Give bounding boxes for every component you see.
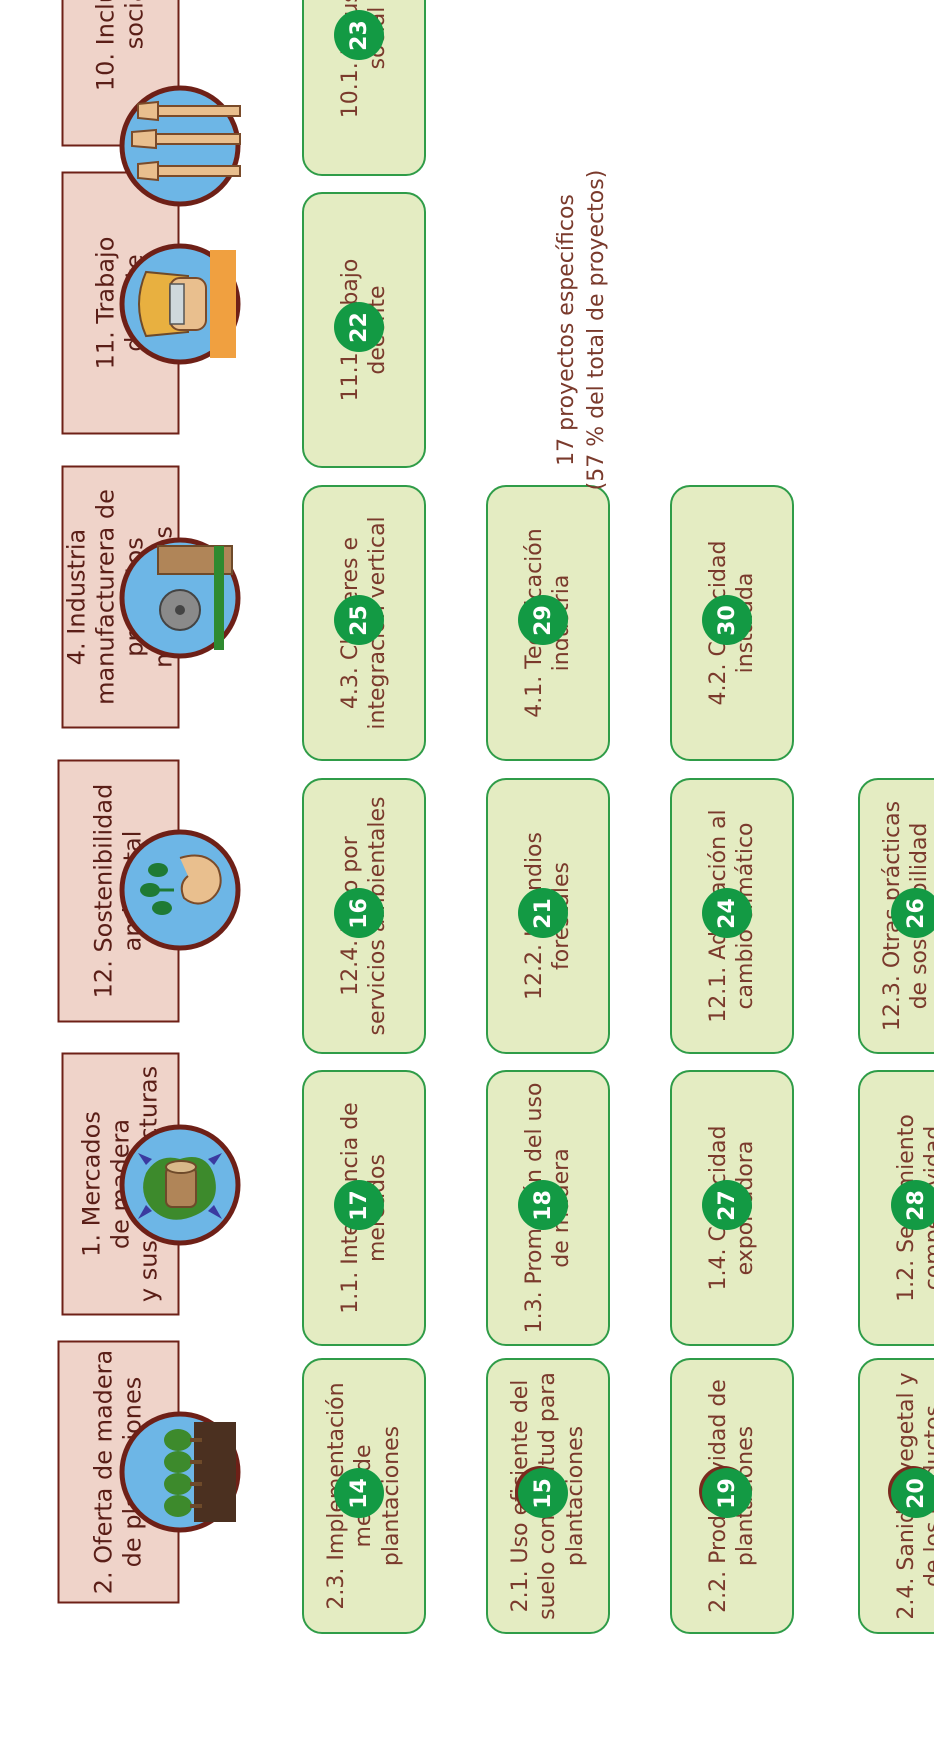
project-number-badge: 24	[702, 888, 752, 938]
project-number-badge: 14	[334, 1468, 384, 1518]
project-number-badge: 23	[334, 10, 384, 60]
project-number-badge: 18	[518, 1180, 568, 1230]
projects-summary: 17 proyectos específicos (57 % del total…	[554, 169, 609, 491]
project-number-badge: 28	[891, 1180, 934, 1230]
raised-hands-icon	[119, 85, 241, 207]
project-number-badge: 27	[702, 1180, 752, 1230]
project-number-badge: 25	[334, 595, 384, 645]
sawmill-icon	[119, 537, 241, 659]
hand-with-plant-icon	[119, 829, 241, 951]
project-number-badge: 26	[891, 888, 934, 938]
project-number-badge: 22	[334, 302, 384, 352]
project-number-badge: 21	[518, 888, 568, 938]
log-with-arrows-icon	[119, 1124, 241, 1246]
project-number-badge: 15	[518, 1468, 568, 1518]
project-number-badge: 30	[702, 595, 752, 645]
worker-helmet-icon	[119, 243, 241, 365]
project-number-badge: 20	[891, 1468, 934, 1518]
project-number-badge: 29	[518, 595, 568, 645]
plantation-trees-icon	[119, 1411, 241, 1533]
project-number-badge: 19	[702, 1468, 752, 1518]
project-number-badge: 17	[334, 1180, 384, 1230]
project-number-badge: 16	[334, 888, 384, 938]
